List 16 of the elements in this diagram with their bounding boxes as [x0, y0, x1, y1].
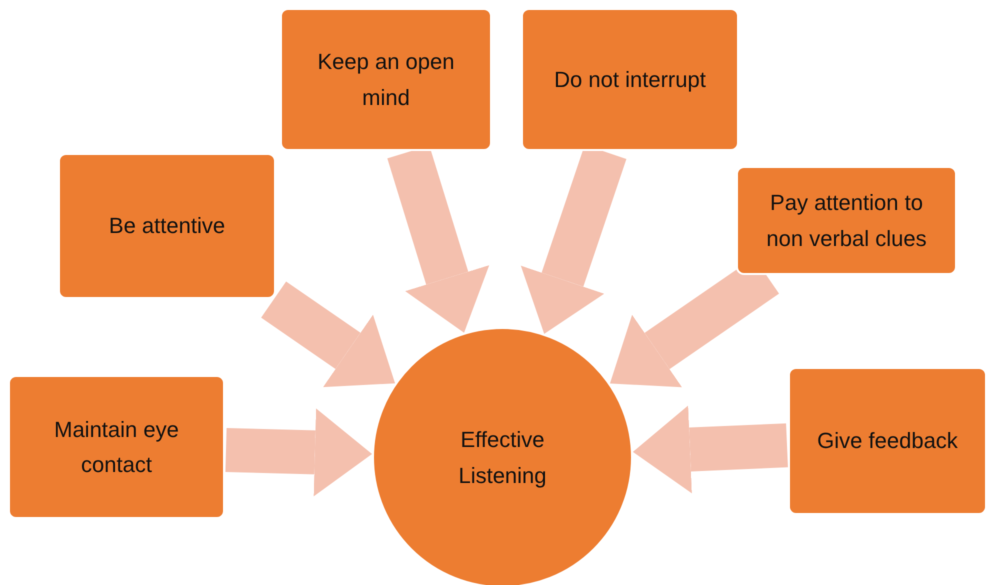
box-label: Give feedback: [816, 427, 959, 456]
box-label: Keep an open mind: [316, 48, 456, 112]
block-arrow: [261, 281, 396, 388]
block-arrow: [225, 408, 372, 496]
topic-box: [8, 375, 225, 519]
topic-box: [280, 8, 492, 151]
topic-box: [58, 153, 276, 299]
box-label: Be attentive: [108, 212, 226, 240]
topic-box: [736, 166, 957, 275]
block-arrow: [632, 406, 788, 494]
topic-box: [788, 367, 987, 515]
box-label: Maintain eye contact: [53, 416, 180, 479]
box-label: Pay attention to non verbal clues: [765, 189, 928, 252]
box-label: Effective Listening: [457, 426, 548, 490]
box-label: Do not interrupt: [553, 66, 707, 94]
topic-box: [521, 8, 739, 151]
